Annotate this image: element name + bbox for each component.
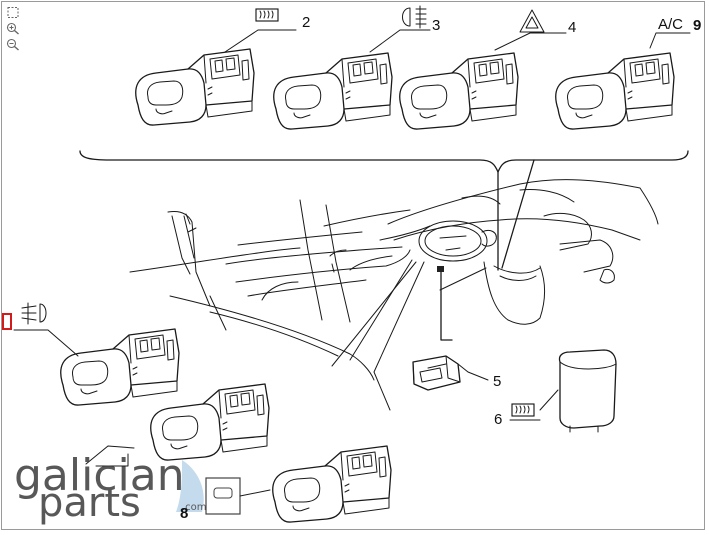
rear-defrost-icon xyxy=(255,8,279,22)
switch-part-1 xyxy=(60,328,180,406)
car-interior-sketch xyxy=(129,179,659,411)
zoom-toolbar xyxy=(6,6,22,51)
zoom-out-icon[interactable] xyxy=(6,38,20,51)
fit-page-icon[interactable] xyxy=(6,6,20,19)
callout-4: 4 xyxy=(568,19,576,36)
switch-part-2 xyxy=(135,48,255,126)
callout-5: 5 xyxy=(493,373,501,390)
watermark-suffix: .com xyxy=(182,502,207,513)
rear-fog-light-icon xyxy=(21,302,47,325)
callout-8: 8 xyxy=(180,505,188,522)
watermark-line1: galician xyxy=(14,450,185,501)
hazard-icon xyxy=(519,9,545,33)
selected-part-hotspot[interactable] xyxy=(2,313,12,330)
callout-9: 9 xyxy=(693,17,701,34)
zoom-in-icon[interactable] xyxy=(6,22,20,35)
switch-part-4 xyxy=(399,52,519,130)
group-brace xyxy=(79,150,689,173)
callout-6: 6 xyxy=(494,411,502,428)
switch-part-7 xyxy=(150,383,270,461)
relay-defrost-icon xyxy=(511,403,535,417)
ac-label: A/C xyxy=(658,16,683,33)
switch-part-5 xyxy=(412,355,489,391)
callout-3: 3 xyxy=(432,17,440,34)
indicator-icon xyxy=(205,477,241,515)
switch-part-8 xyxy=(272,445,392,523)
callout-2: 2 xyxy=(302,14,310,31)
fog-light-icon xyxy=(402,5,427,29)
watermark-line2: parts xyxy=(38,480,141,526)
galicianparts-watermark: galician parts .com xyxy=(14,450,207,526)
switch-part-9 xyxy=(555,52,675,130)
relay-part-6 xyxy=(509,349,617,433)
switch-part-3 xyxy=(273,52,393,130)
